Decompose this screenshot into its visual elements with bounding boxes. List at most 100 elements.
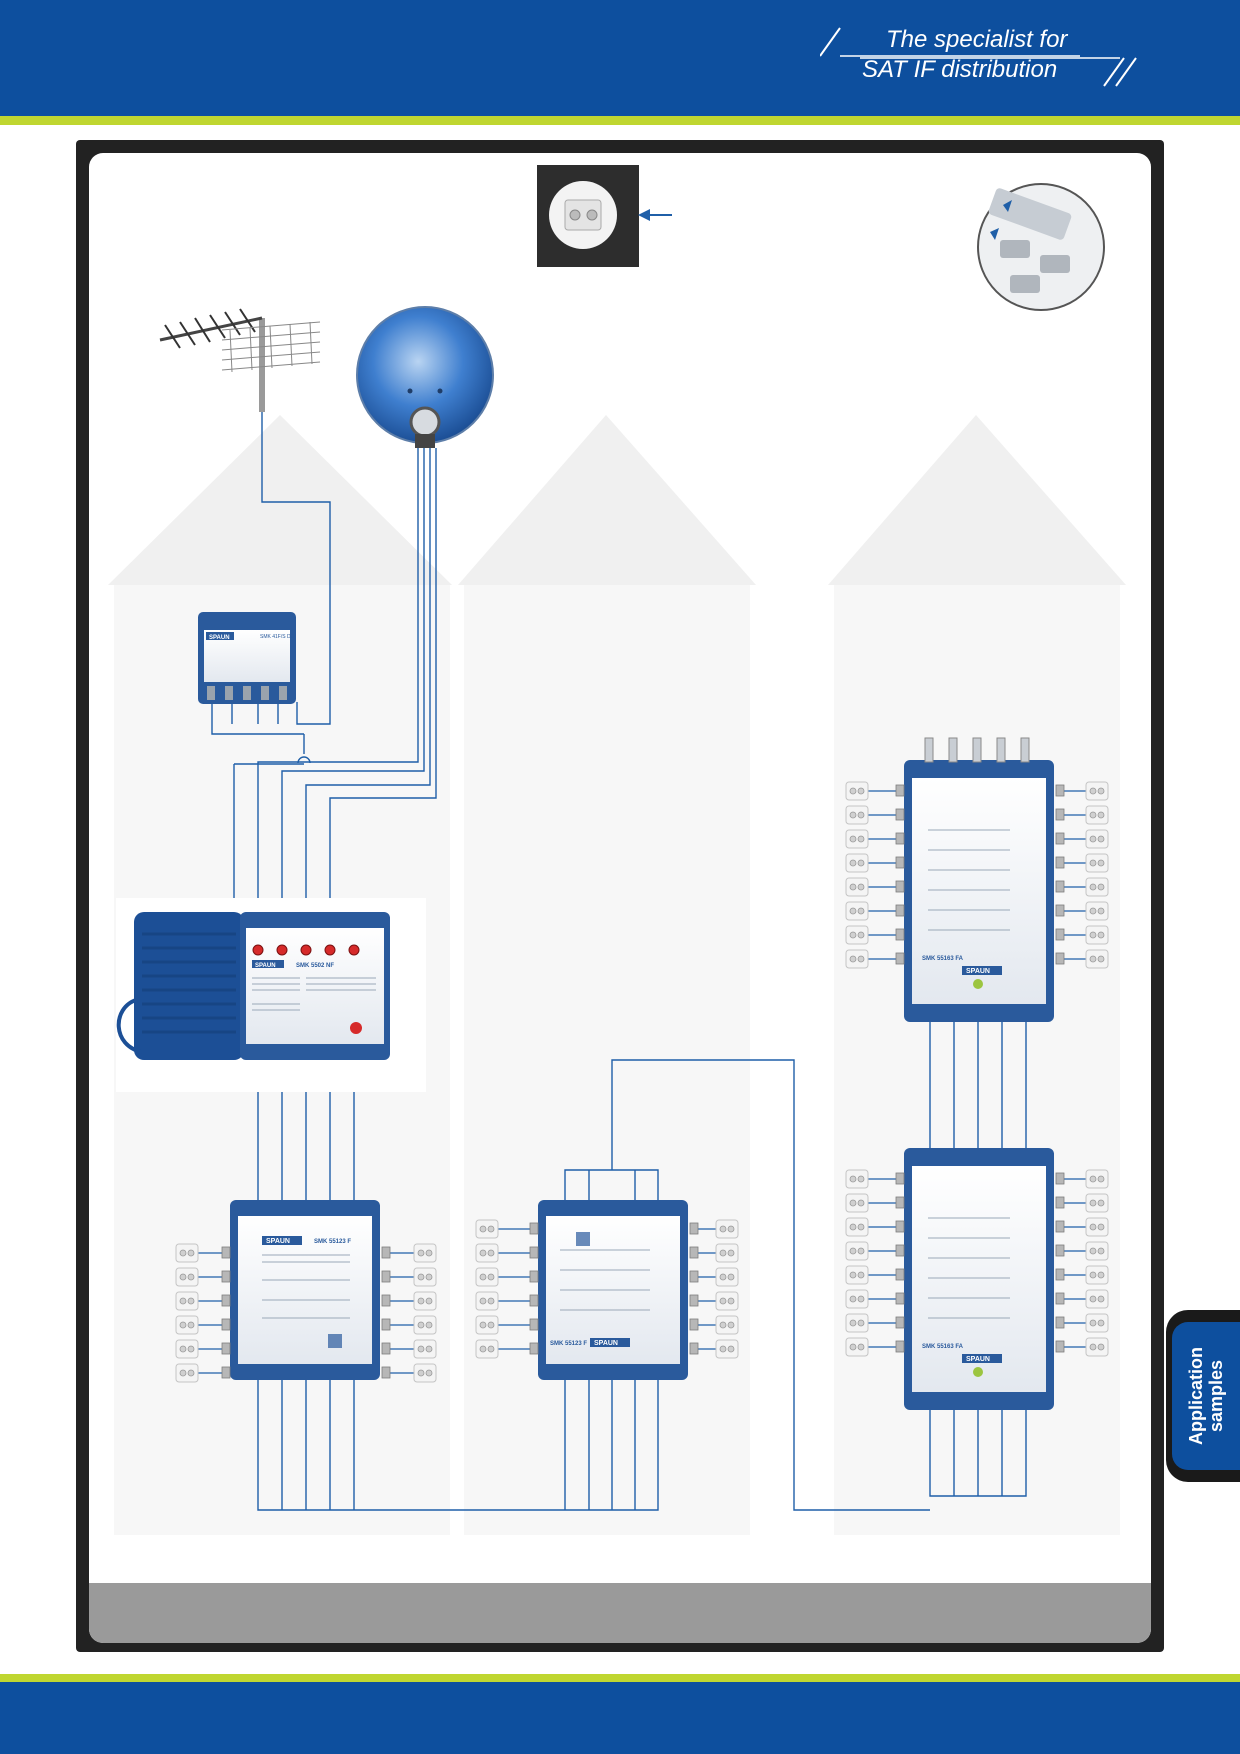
arrow-left-icon: [638, 209, 672, 221]
f-connector: [895, 1220, 905, 1233]
tagline: The specialist for SAT IF distribution: [820, 22, 1150, 92]
tv-outlet-icon: [1085, 1193, 1109, 1213]
satellite-dish-icon: [356, 306, 494, 448]
tv-outlet-icon: [1085, 1217, 1109, 1237]
tv-outlet-icon: [1085, 1337, 1109, 1357]
tv-outlet-icon: [413, 1267, 437, 1287]
tv-outlet-icon: [1085, 1289, 1109, 1309]
tv-outlet-icon: [175, 1267, 199, 1287]
f-connector: [895, 952, 905, 965]
f-connector: [529, 1318, 539, 1331]
tagline-slashes: [820, 27, 1137, 87]
tv-outlet-icon: [715, 1315, 739, 1335]
multiswitch-right-top: SPAUN SMK 55163 FA: [904, 737, 1054, 1022]
tv-outlet-icon: [715, 1267, 739, 1287]
f-connector: [381, 1246, 391, 1259]
f-connector: [895, 880, 905, 893]
tv-outlet-icon: [845, 781, 869, 801]
tv-outlet-icon: [845, 805, 869, 825]
tv-outlet-icon: [1085, 901, 1109, 921]
application-samples-tab[interactable]: [1172, 1322, 1240, 1470]
tv-outlet-icon: [845, 1169, 869, 1189]
tv-outlet-icon: [475, 1219, 499, 1239]
f-connector: [221, 1366, 231, 1379]
tv-outlet-icon: [1085, 1169, 1109, 1189]
f-connector: [895, 1268, 905, 1281]
powered-multiswitch-brand: SPAUN: [255, 963, 276, 969]
tv-outlet-icon: [845, 853, 869, 873]
f-connector: [1055, 1196, 1065, 1209]
tv-outlet-icon: [475, 1267, 499, 1287]
dc-combiner: SPAUN SMK 41F/S DC: [198, 612, 296, 704]
tv-outlet-icon: [475, 1315, 499, 1335]
f-connector: [689, 1246, 699, 1259]
tv-outlet-icon: [845, 1193, 869, 1213]
f-connector: [381, 1294, 391, 1307]
multiswitch-left: SPAUN SMK 55123 F: [230, 1200, 380, 1380]
tv-outlet-icon: [413, 1339, 437, 1359]
f-connector: [1055, 832, 1065, 845]
tv-outlet-icon: [845, 829, 869, 849]
f-connector: [221, 1294, 231, 1307]
tv-outlet-icon: [1085, 949, 1109, 969]
tv-outlet-icon: [413, 1243, 437, 1263]
header-accent-stripe: [0, 116, 1240, 125]
f-connector: [221, 1318, 231, 1331]
tv-outlet-icon: [413, 1363, 437, 1383]
multiswitch-center: SPAUN SMK 55123 F: [538, 1200, 688, 1380]
multiswitch-left-model: SMK 55123 F: [314, 1239, 351, 1245]
f-connector: [381, 1270, 391, 1283]
f-connector: [689, 1294, 699, 1307]
tv-outlet-icon: [845, 1265, 869, 1285]
multiswitch-right-bottom-brand: SPAUN: [966, 1356, 990, 1363]
powered-multiswitch-model: SMK 5502 NF: [296, 963, 334, 969]
dc-combiner-brand: SPAUN: [209, 635, 230, 641]
f-connector: [895, 1196, 905, 1209]
panel-footer: [89, 1583, 1151, 1643]
f-connector: [1055, 784, 1065, 797]
tagline-line-2: SAT IF distribution: [862, 56, 1058, 83]
f-connector: [381, 1342, 391, 1355]
f-connector: [1055, 1292, 1065, 1305]
f-connector: [895, 928, 905, 941]
footer-accent-stripe: [0, 1674, 1240, 1682]
terrestrial-antenna-icon: [159, 308, 321, 412]
f-connector: [381, 1318, 391, 1331]
f-connector: [529, 1294, 539, 1307]
f-connector: [529, 1222, 539, 1235]
tv-outlet-icon: [175, 1291, 199, 1311]
f-connector: [1055, 928, 1065, 941]
tv-outlet-icon: [1085, 829, 1109, 849]
f-connector: [895, 1244, 905, 1257]
tv-outlet-icon: [715, 1339, 739, 1359]
f-connector: [689, 1222, 699, 1235]
tv-outlet-icon: [845, 1313, 869, 1333]
tv-outlet-icon: [845, 901, 869, 921]
f-connector: [1055, 1172, 1065, 1185]
tv-outlet-icon: [1085, 853, 1109, 873]
tv-outlet-icon: [715, 1291, 739, 1311]
f-connector: [895, 808, 905, 821]
tv-outlet-icon: [845, 877, 869, 897]
multiswitch-center-model: SMK 55123 F: [550, 1341, 587, 1347]
tv-outlet-icon: [1085, 925, 1109, 945]
wall-socket-icon: [537, 165, 639, 267]
f-connector: [1055, 1220, 1065, 1233]
tv-outlet-icon: [1085, 1313, 1109, 1333]
multiswitch-left-brand: SPAUN: [266, 1238, 290, 1245]
tv-outlet-icon: [475, 1339, 499, 1359]
side-tab-line-1: Application: [1186, 1347, 1206, 1445]
multiswitch-right-top-model: SMK 55163 FA: [922, 956, 964, 962]
side-tab-line-2: samples: [1206, 1359, 1226, 1433]
tv-outlet-icon: [175, 1243, 199, 1263]
application-samples-label: Application samples: [1186, 1347, 1226, 1445]
f-connector: [895, 1316, 905, 1329]
f-connector: [1055, 856, 1065, 869]
tv-outlet-icon: [1085, 781, 1109, 801]
tv-outlet-icon: [175, 1315, 199, 1335]
tv-outlets: [175, 781, 1109, 1383]
f-connector: [689, 1270, 699, 1283]
tv-outlet-icon: [1085, 877, 1109, 897]
tv-outlet-icon: [715, 1219, 739, 1239]
